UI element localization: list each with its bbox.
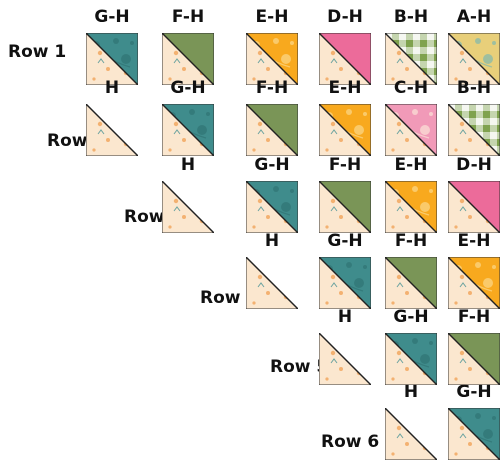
half-square-triangle-tile	[448, 333, 500, 385]
diagonal-seam	[385, 333, 437, 385]
block-label: H	[403, 382, 419, 402]
diagonal-seam	[162, 33, 214, 85]
diagonal-seam	[246, 181, 298, 233]
diagonal-seam	[448, 181, 500, 233]
block-label: E-H	[457, 231, 491, 251]
block-label: D-H	[456, 155, 492, 175]
block-label: E-H	[328, 78, 362, 98]
block-label: E-H	[394, 155, 428, 175]
block-label: G-H	[254, 155, 290, 175]
row-label: Row 5	[270, 357, 329, 377]
diagonal-seam	[162, 181, 214, 233]
half-square-triangle-tile	[246, 104, 298, 156]
diagonal-seam	[319, 257, 371, 309]
half-square-triangle-tile	[246, 33, 298, 85]
diagonal-seam	[246, 257, 298, 309]
block-label: G-H	[170, 78, 206, 98]
half-square-triangle-tile	[385, 33, 437, 85]
block-label: G-H	[456, 382, 492, 402]
block-label: G-H	[94, 7, 130, 27]
half-triangle-tile	[385, 408, 437, 460]
block-label: G-H	[327, 231, 363, 251]
diagonal-seam	[319, 33, 371, 85]
diagonal-seam	[319, 181, 371, 233]
block-label: F-H	[328, 155, 362, 175]
half-square-triangle-tile	[448, 257, 500, 309]
half-square-triangle-tile	[385, 257, 437, 309]
block-label: H	[264, 231, 280, 251]
half-square-triangle-tile	[385, 104, 437, 156]
block-label: F-H	[171, 7, 205, 27]
block-label: H	[104, 78, 120, 98]
block-label: G-H	[393, 307, 429, 327]
block-label: F-H	[457, 307, 491, 327]
block-label: B-H	[456, 78, 492, 98]
diagonal-seam	[86, 104, 138, 156]
diagonal-seam	[319, 333, 371, 385]
block-label: H	[337, 307, 353, 327]
diagonal-seam	[385, 408, 437, 460]
row-label: Row 1	[8, 42, 67, 62]
row-label: Row 6	[321, 432, 380, 452]
diagonal-seam	[448, 104, 500, 156]
diagonal-seam	[385, 33, 437, 85]
half-square-triangle-tile	[319, 257, 371, 309]
block-label: F-H	[255, 78, 289, 98]
diagonal-seam	[246, 33, 298, 85]
diagonal-seam	[385, 104, 437, 156]
half-triangle-tile	[319, 333, 371, 385]
diagonal-seam	[86, 33, 138, 85]
diagonal-seam	[319, 104, 371, 156]
diagonal-seam	[448, 408, 500, 460]
row-label: Row 4	[200, 288, 259, 308]
half-square-triangle-tile	[448, 181, 500, 233]
block-label: F-H	[394, 231, 428, 251]
half-square-triangle-tile	[319, 104, 371, 156]
diagonal-seam	[448, 333, 500, 385]
half-square-triangle-tile	[448, 104, 500, 156]
diagonal-seam	[385, 257, 437, 309]
block-label: E-H	[255, 7, 289, 27]
half-square-triangle-tile	[319, 33, 371, 85]
block-label: B-H	[393, 7, 429, 27]
diagonal-seam	[162, 104, 214, 156]
block-label: A-H	[456, 7, 492, 27]
half-square-triangle-tile	[385, 181, 437, 233]
half-square-triangle-tile	[385, 333, 437, 385]
diagonal-seam	[448, 257, 500, 309]
half-triangle-tile	[86, 104, 138, 156]
block-label: C-H	[393, 78, 429, 98]
half-square-triangle-tile	[162, 104, 214, 156]
half-triangle-tile	[162, 181, 214, 233]
half-square-triangle-tile	[246, 181, 298, 233]
diagonal-seam	[246, 104, 298, 156]
half-square-triangle-tile	[448, 33, 500, 85]
half-triangle-tile	[246, 257, 298, 309]
block-label: H	[180, 155, 196, 175]
half-square-triangle-tile	[319, 181, 371, 233]
diagonal-seam	[448, 33, 500, 85]
half-square-triangle-tile	[448, 408, 500, 460]
block-label: D-H	[327, 7, 363, 27]
diagonal-seam	[385, 181, 437, 233]
half-square-triangle-tile	[162, 33, 214, 85]
half-square-triangle-tile	[86, 33, 138, 85]
